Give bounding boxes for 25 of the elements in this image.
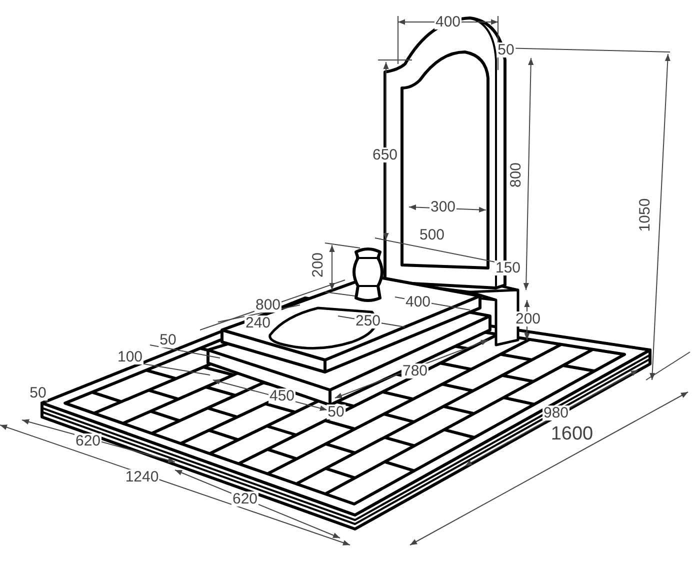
- dimension-label: 200: [310, 251, 326, 279]
- dimension-label: 150: [494, 260, 522, 276]
- dimension-label: 500: [418, 228, 446, 242]
- dimension-label: 980: [542, 406, 570, 420]
- dimension-label: 620: [231, 492, 259, 506]
- dimension-label: 1240: [124, 470, 160, 484]
- dimension-label: 650: [371, 148, 399, 162]
- dimension-label: 620: [74, 434, 102, 448]
- dimension-label: 1050: [638, 197, 652, 233]
- dimension-label: 1600: [550, 424, 594, 444]
- dimension-label: 800: [254, 298, 282, 312]
- dimension-label: 780: [401, 364, 429, 378]
- dimension-label: 100: [116, 350, 144, 364]
- dimension-label: 250: [354, 314, 382, 328]
- dimension-label: 50: [28, 386, 48, 400]
- dimension-label: 240: [244, 316, 272, 330]
- dimension-label: 400: [434, 14, 462, 30]
- dimension-label: 50: [326, 404, 346, 420]
- dimension-label: 50: [158, 332, 178, 348]
- dimension-label: 200: [514, 312, 542, 326]
- dimension-label: 300: [429, 200, 457, 214]
- dimension-label: 400: [404, 294, 432, 310]
- dimension-label: 450: [268, 388, 296, 404]
- dimension-label: 50: [496, 42, 516, 58]
- dimension-label: 800: [508, 161, 524, 189]
